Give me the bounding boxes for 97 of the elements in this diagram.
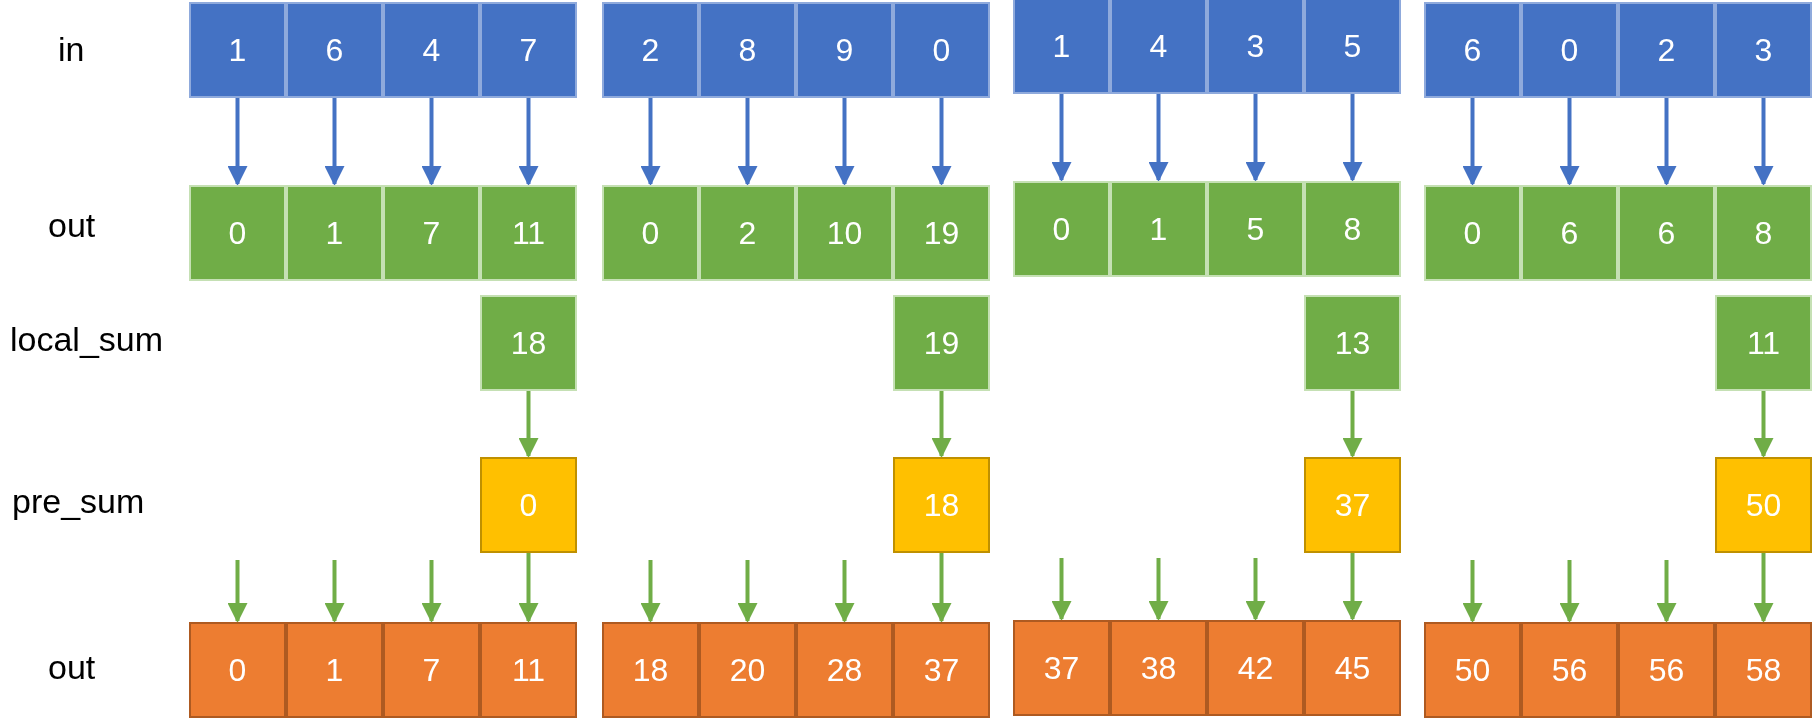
result-cell: 0 [189, 622, 286, 718]
result-cell: 56 [1521, 622, 1618, 718]
arrow [518, 98, 539, 186]
input-cell: 1 [189, 2, 286, 98]
arrow [1051, 558, 1072, 621]
output-cell: 5 [1207, 181, 1304, 277]
input-cell: 5 [1304, 0, 1401, 94]
row-label: in [58, 30, 85, 69]
result-cell: 28 [796, 622, 893, 718]
result-cell: 11 [480, 622, 577, 718]
arrow [1051, 94, 1072, 182]
result-cell: 37 [1013, 620, 1110, 716]
input-cell: 6 [286, 2, 383, 98]
input-cell: 3 [1715, 2, 1812, 98]
arrow [1656, 560, 1677, 623]
arrow [421, 560, 442, 623]
output-cell: 19 [893, 185, 990, 281]
output-cell: 0 [189, 185, 286, 281]
input-cell: 1 [1013, 0, 1110, 94]
result-cell: 45 [1304, 620, 1401, 716]
output-cell: 0 [602, 185, 699, 281]
pre-sum-cell: 18 [893, 457, 990, 553]
input-cell: 7 [480, 2, 577, 98]
result-cell: 42 [1207, 620, 1304, 716]
arrow [324, 560, 345, 623]
output-cell: 0 [1424, 185, 1521, 281]
input-cell: 4 [1110, 0, 1207, 94]
arrow [834, 98, 855, 186]
output-cell: 2 [699, 185, 796, 281]
output-cell: 7 [383, 185, 480, 281]
arrow [1245, 94, 1266, 182]
arrow [1342, 391, 1363, 458]
local-sum-cell: 13 [1304, 295, 1401, 391]
input-cell: 3 [1207, 0, 1304, 94]
result-cell: 7 [383, 622, 480, 718]
arrow [518, 391, 539, 458]
result-cell: 58 [1715, 622, 1812, 718]
result-cell: 38 [1110, 620, 1207, 716]
result-cell: 37 [893, 622, 990, 718]
arrow [1342, 94, 1363, 182]
output-cell: 8 [1715, 185, 1812, 281]
input-cell: 2 [1618, 2, 1715, 98]
local-sum-cell: 19 [893, 295, 990, 391]
output-cell: 6 [1521, 185, 1618, 281]
input-cell: 8 [699, 2, 796, 98]
local-sum-cell: 18 [480, 295, 577, 391]
arrow [1656, 98, 1677, 186]
input-cell: 4 [383, 2, 480, 98]
arrow [324, 98, 345, 186]
output-cell: 1 [1110, 181, 1207, 277]
input-cell: 6 [1424, 2, 1521, 98]
input-cell: 2 [602, 2, 699, 98]
arrow [931, 391, 952, 458]
arrow [227, 560, 248, 623]
arrow [1342, 553, 1363, 621]
arrow [1462, 98, 1483, 186]
arrow [1753, 98, 1774, 186]
arrow [737, 98, 758, 186]
row-label: local_sum [10, 320, 164, 359]
output-cell: 11 [480, 185, 577, 281]
arrow [1559, 560, 1580, 623]
pre-sum-cell: 50 [1715, 457, 1812, 553]
result-cell: 20 [699, 622, 796, 718]
arrow [1462, 560, 1483, 623]
arrow [1559, 98, 1580, 186]
input-cell: 0 [893, 2, 990, 98]
row-label: pre_sum [12, 482, 145, 521]
result-cell: 50 [1424, 622, 1521, 718]
arrow [834, 560, 855, 623]
arrow [1753, 391, 1774, 458]
output-cell: 1 [286, 185, 383, 281]
row-label: out [48, 648, 96, 687]
input-cell: 9 [796, 2, 893, 98]
arrow [931, 553, 952, 623]
arrow [737, 560, 758, 623]
arrow [518, 553, 539, 623]
result-cell: 18 [602, 622, 699, 718]
output-cell: 0 [1013, 181, 1110, 277]
local-sum-cell: 11 [1715, 295, 1812, 391]
arrow [1753, 553, 1774, 623]
row-label: out [48, 206, 96, 245]
result-cell: 1 [286, 622, 383, 718]
arrow [640, 98, 661, 186]
arrow [421, 98, 442, 186]
arrow [640, 560, 661, 623]
input-cell: 0 [1521, 2, 1618, 98]
arrow [227, 98, 248, 186]
arrow [931, 98, 952, 186]
output-cell: 6 [1618, 185, 1715, 281]
pre-sum-cell: 37 [1304, 457, 1401, 553]
output-cell: 10 [796, 185, 893, 281]
arrow [1148, 558, 1169, 621]
result-cell: 56 [1618, 622, 1715, 718]
arrow [1148, 94, 1169, 182]
arrow [1245, 558, 1266, 621]
pre-sum-cell: 0 [480, 457, 577, 553]
output-cell: 8 [1304, 181, 1401, 277]
